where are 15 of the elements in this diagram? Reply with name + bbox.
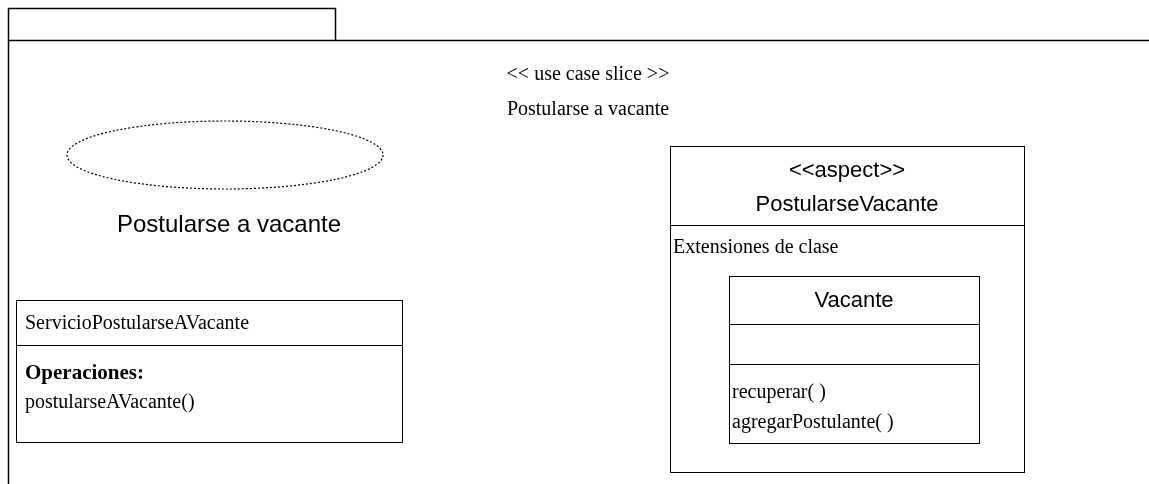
aspect-box	[670, 146, 1025, 473]
aspect-heading: <<aspect>> PostularseVacante	[754, 156, 940, 218]
class-name: Vacante	[813, 287, 895, 313]
operation-text: agregarPostulante( )	[732, 410, 894, 433]
class-box	[16, 300, 403, 443]
operation-text: postularseAVacante()	[25, 390, 195, 413]
package-name: Postularse a vacante	[505, 97, 671, 120]
class-name: ServicioPostularseAVacante	[25, 311, 250, 334]
package-frame	[8, 8, 1149, 484]
section-heading: Operaciones:	[25, 360, 144, 385]
use-case-name: Postularse a vacante	[115, 210, 343, 238]
operation-text: recuperar( )	[732, 380, 826, 403]
class-box	[729, 276, 980, 444]
package-stereotype: << use case slice >>	[505, 62, 671, 85]
section-heading: Extensiones de clase	[673, 235, 839, 258]
